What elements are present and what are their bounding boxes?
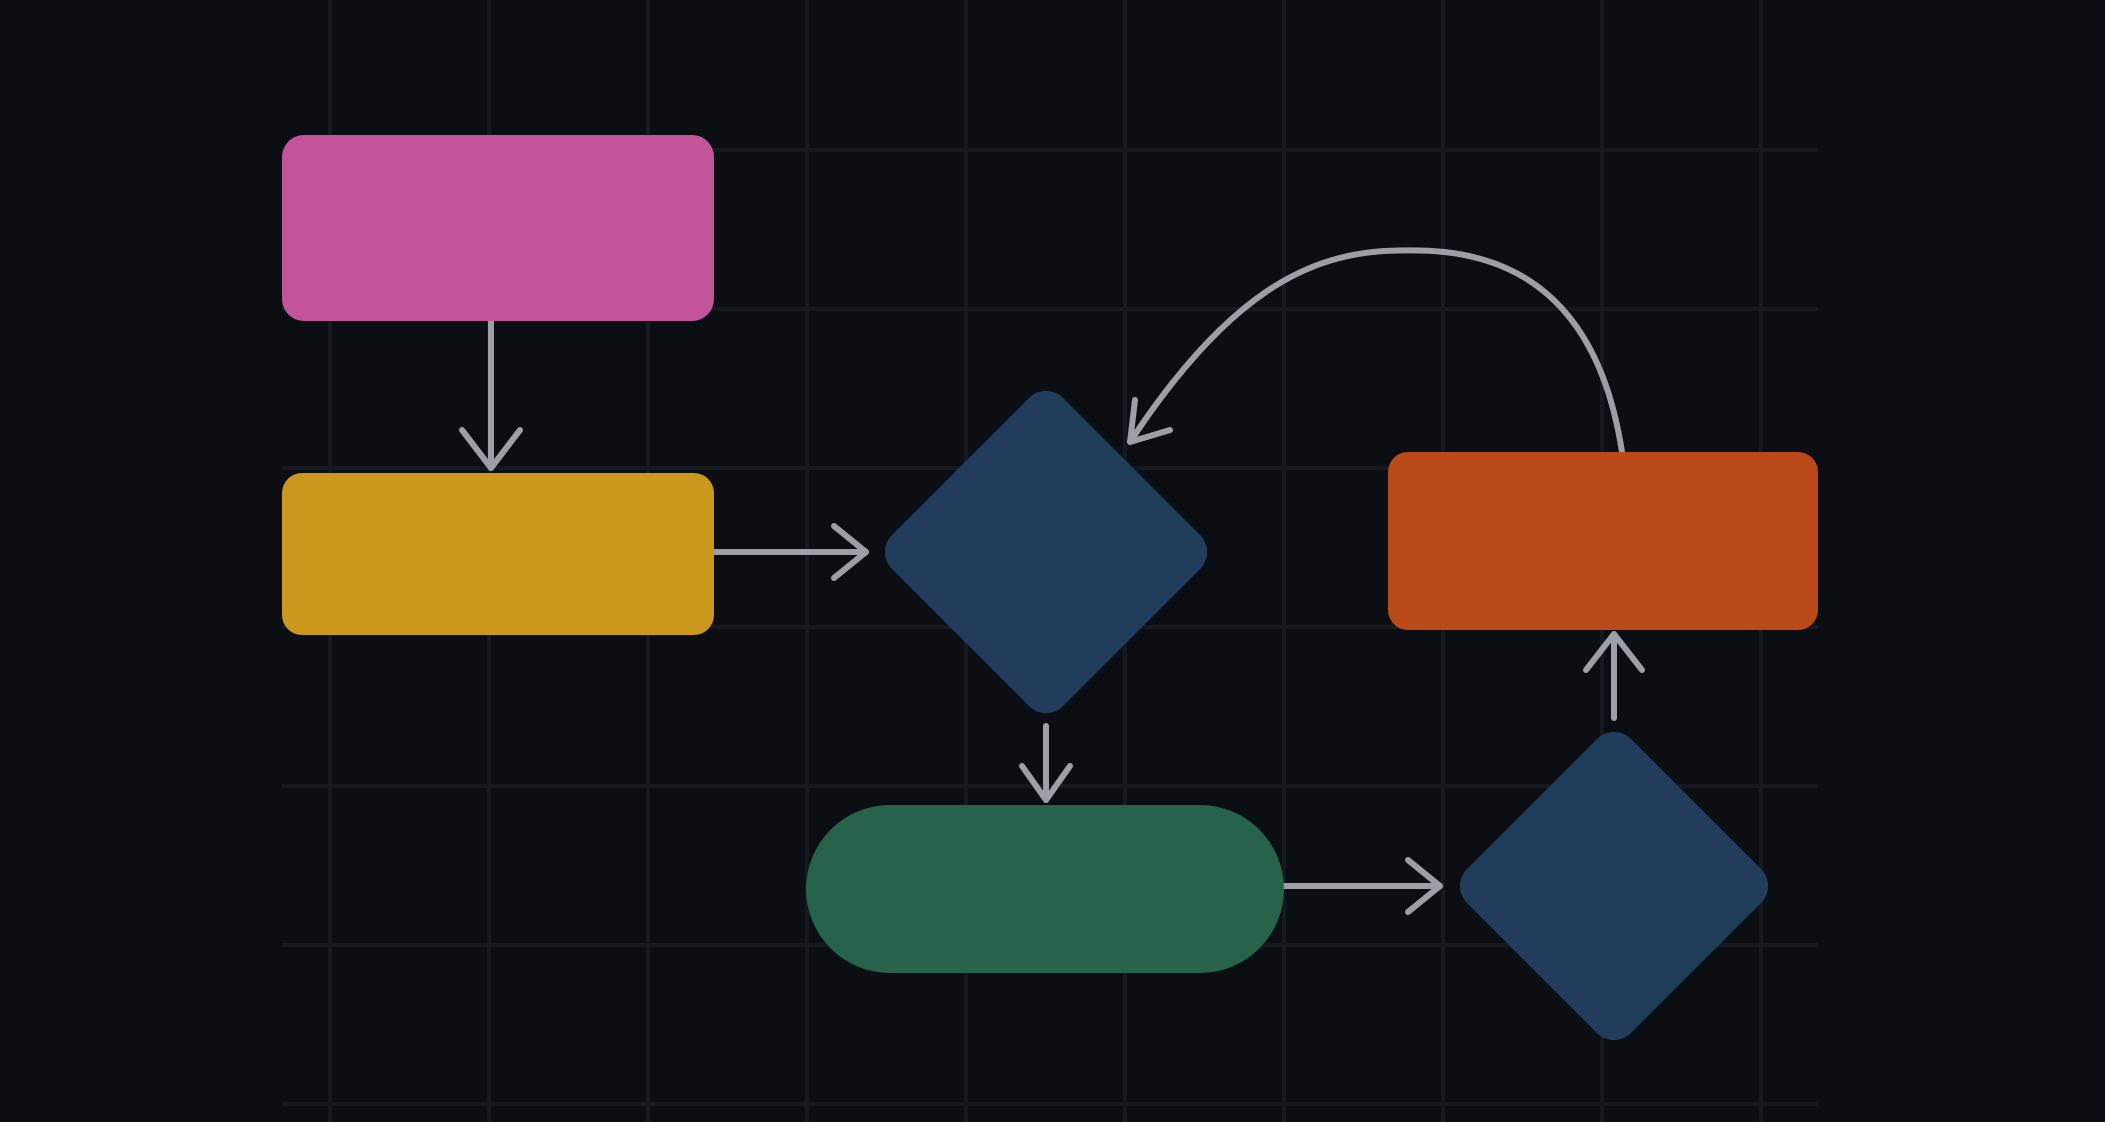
connector-decision-1-to-green-pill bbox=[1019, 723, 1073, 803]
connector-decision-2-to-orange-rect bbox=[1583, 631, 1645, 721]
node-pink-rect[interactable] bbox=[282, 135, 714, 321]
arrowhead bbox=[459, 427, 523, 471]
node-orange-rect[interactable] bbox=[1388, 452, 1818, 630]
arrowhead bbox=[1127, 397, 1173, 445]
connector-orange-rect-to-decision-1 bbox=[1127, 247, 1625, 455]
connectors bbox=[459, 247, 1645, 915]
node-green-pill[interactable] bbox=[806, 805, 1284, 973]
node-decision-2[interactable] bbox=[1450, 722, 1778, 1050]
connector-pink-rect-to-yellow-rect bbox=[459, 317, 523, 471]
node-yellow-rect[interactable] bbox=[282, 473, 714, 635]
connector-green-pill-to-decision-2 bbox=[1281, 857, 1443, 915]
nodes bbox=[282, 135, 1818, 1050]
arrowhead bbox=[831, 523, 869, 581]
connector-yellow-rect-to-decision-1 bbox=[711, 523, 869, 581]
node-decision-1[interactable] bbox=[875, 381, 1217, 723]
arrowhead bbox=[1405, 857, 1443, 915]
arrowhead bbox=[1583, 631, 1645, 673]
connector-line bbox=[1127, 247, 1625, 455]
arrowhead bbox=[1019, 763, 1073, 803]
